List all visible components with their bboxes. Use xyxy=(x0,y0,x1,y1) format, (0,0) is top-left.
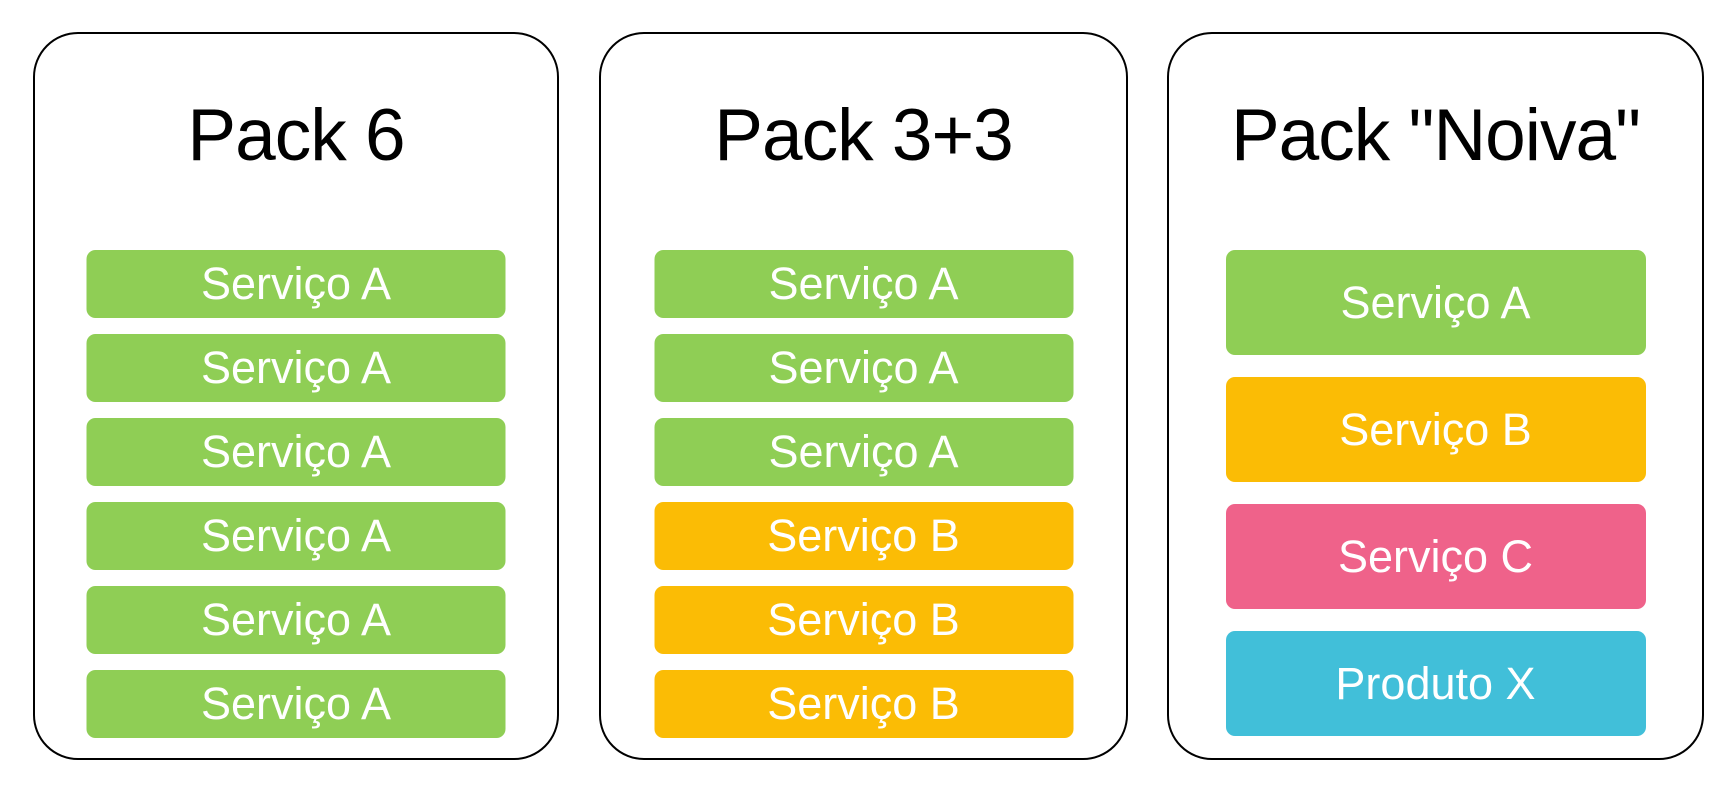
bar-stack: Serviço A Serviço A Serviço A Serviço A … xyxy=(86,250,506,738)
bar-label: Serviço B xyxy=(767,594,960,645)
bar-servico-a: Serviço A xyxy=(86,586,506,654)
card-title-pack-6: Pack 6 xyxy=(187,95,405,176)
bar-label: Serviço B xyxy=(767,678,960,729)
bar-label: Serviço C xyxy=(1337,530,1534,582)
bar-servico-a: Serviço A xyxy=(86,334,506,402)
bar-label: Serviço A xyxy=(200,258,392,309)
bar-servico-b: Serviço B xyxy=(654,670,1073,738)
bar-servico-a: Serviço A xyxy=(86,418,506,486)
bar-label: Produto X xyxy=(1335,657,1536,709)
bar-label: Serviço A xyxy=(200,594,392,645)
card-pack-3-3: Pack 3+3 Serviço A Serviço A Serviço A S… xyxy=(599,32,1128,760)
bar-label: Serviço A xyxy=(1340,276,1531,328)
bar-servico-b: Serviço B xyxy=(654,586,1073,654)
bar-label: Serviço A xyxy=(200,342,392,393)
bar-label: Serviço B xyxy=(767,510,960,561)
bar-servico-a: Serviço A xyxy=(86,502,506,570)
bar-servico-a: Serviço A xyxy=(654,250,1073,318)
bar-label: Serviço B xyxy=(1339,403,1532,455)
bar-label: Serviço A xyxy=(768,258,959,309)
bar-label: Serviço A xyxy=(768,342,959,393)
bar-stack: Serviço A Serviço A Serviço A Serviço B … xyxy=(654,250,1073,738)
bar-label: Serviço A xyxy=(200,678,392,729)
bar-label: Serviço A xyxy=(200,426,392,477)
bar-label: Serviço A xyxy=(200,510,392,561)
bar-label: Serviço A xyxy=(768,426,959,477)
bar-servico-a: Serviço A xyxy=(86,250,506,318)
bar-servico-b: Serviço B xyxy=(1225,377,1646,482)
card-title-pack-noiva: Pack "Noiva" xyxy=(1230,95,1641,176)
bar-servico-b: Serviço B xyxy=(654,502,1073,570)
card-pack-6: Pack 6 Serviço A Serviço A Serviço A Ser… xyxy=(33,32,559,760)
bar-servico-a: Serviço A xyxy=(654,334,1073,402)
bar-produto-x: Produto X xyxy=(1225,631,1646,736)
bar-servico-c: Serviço C xyxy=(1225,504,1646,609)
bar-servico-a: Serviço A xyxy=(654,418,1073,486)
bar-servico-a: Serviço A xyxy=(86,670,506,738)
bar-stack: Serviço A Serviço B Serviço C Produto X xyxy=(1225,250,1646,736)
card-pack-noiva: Pack "Noiva" Serviço A Serviço B Serviço… xyxy=(1167,32,1704,760)
bar-servico-a: Serviço A xyxy=(1225,250,1646,355)
card-title-pack-3-3: Pack 3+3 xyxy=(714,95,1013,176)
